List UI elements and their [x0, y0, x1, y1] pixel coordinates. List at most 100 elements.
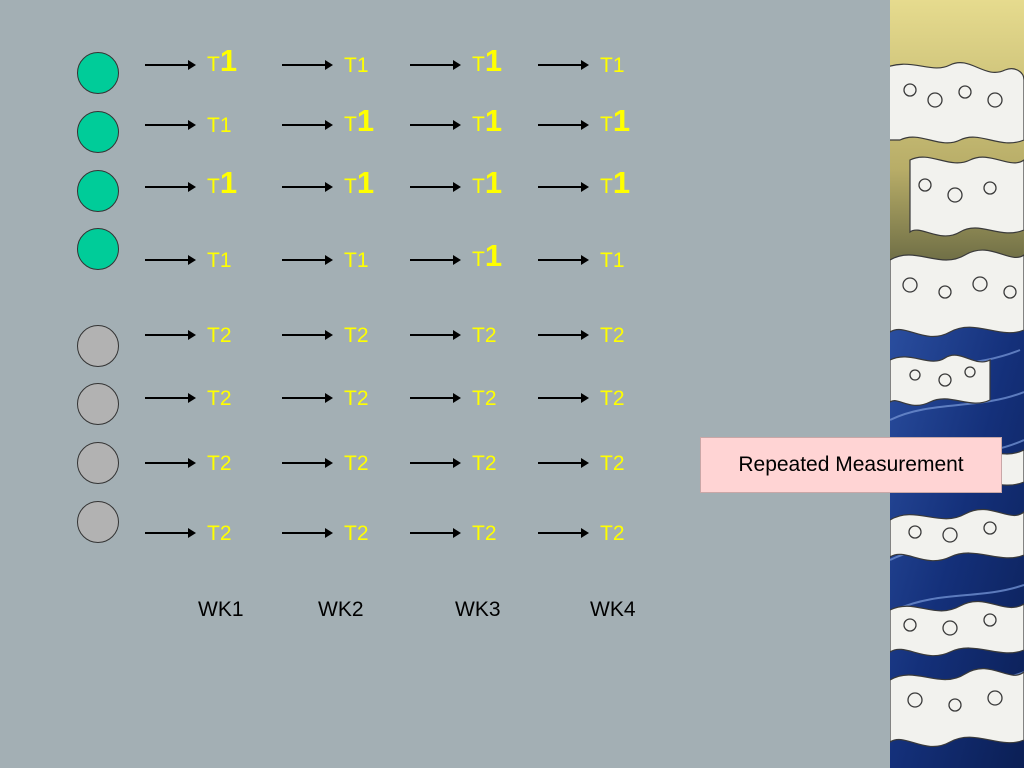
treatment-label: T2 — [600, 452, 625, 475]
measurement-cell: T2 — [410, 513, 540, 553]
treatment-label: T2 — [207, 452, 232, 475]
treatment-1-subject — [77, 170, 119, 212]
arrow-icon — [410, 255, 461, 265]
arrow-icon — [145, 182, 196, 192]
treatment-label: T2 — [344, 387, 369, 410]
measurement-cell: T2 — [410, 315, 540, 355]
treatment-1-subject — [77, 228, 119, 270]
arrow-icon — [145, 528, 196, 538]
measurement-cell: T2 — [282, 378, 412, 418]
treatment-label: T1 — [207, 45, 237, 76]
measurement-cell: T2 — [145, 443, 275, 483]
treatment-label-letter: T — [472, 113, 485, 136]
arrow-icon — [538, 393, 589, 403]
arrow-icon — [145, 458, 196, 468]
treatment-label: T2 — [207, 522, 232, 545]
treatment-label: T2 — [207, 324, 232, 347]
measurement-cell: T2 — [538, 315, 668, 355]
measurement-cell: T1 — [282, 45, 412, 85]
treatment-2-subject — [77, 383, 119, 425]
treatment-label: T2 — [472, 324, 497, 347]
treatment-label: T2 — [600, 522, 625, 545]
treatment-label: T1 — [207, 114, 232, 137]
measurement-cell: T2 — [538, 443, 668, 483]
arrow-icon — [410, 528, 461, 538]
repeated-measurement-callout: Repeated Measurement — [700, 437, 1002, 493]
measurement-cell: T1 — [538, 105, 668, 145]
treatment-label: T1 — [344, 54, 369, 77]
treatment-label-number: 1 — [484, 165, 503, 200]
arrow-icon — [538, 255, 589, 265]
treatment-label: T1 — [600, 54, 625, 77]
arrow-icon — [538, 458, 589, 468]
measurement-cell: T1 — [410, 45, 540, 85]
measurement-cell: T2 — [410, 443, 540, 483]
arrow-icon — [282, 330, 333, 340]
measurement-cell: T2 — [145, 513, 275, 553]
arrow-icon — [538, 60, 589, 70]
measurement-cell: T1 — [410, 240, 540, 280]
treatment-label: T2 — [600, 324, 625, 347]
measurement-cell: T1 — [145, 240, 275, 280]
measurement-cell: T2 — [282, 513, 412, 553]
treatment-label: T2 — [472, 452, 497, 475]
measurement-cell: T1 — [410, 167, 540, 207]
measurement-cell: T1 — [282, 105, 412, 145]
treatment-label-number: 1 — [612, 103, 631, 138]
arrow-icon — [410, 458, 461, 468]
arrow-icon — [282, 120, 333, 130]
week-label: WK3 — [455, 598, 501, 621]
treatment-label: T1 — [472, 167, 502, 198]
treatment-label-number: 1 — [356, 165, 375, 200]
treatment-label-letter: T — [472, 248, 485, 271]
arrow-icon — [538, 528, 589, 538]
measurement-cell: T1 — [538, 240, 668, 280]
measurement-cell: T1 — [538, 45, 668, 85]
arrow-icon — [410, 60, 461, 70]
arrow-icon — [282, 255, 333, 265]
treatment-label: T2 — [207, 387, 232, 410]
treatment-label: T2 — [600, 387, 625, 410]
treatment-label-number: 1 — [484, 43, 503, 78]
measurement-cell: T2 — [538, 378, 668, 418]
measurement-cell: T2 — [282, 315, 412, 355]
treatment-label-number: 1 — [484, 238, 503, 273]
treatment-label: T1 — [344, 105, 374, 136]
measurement-cell: T2 — [145, 315, 275, 355]
treatment-label-letter: T — [600, 175, 613, 198]
week-label: WK4 — [590, 598, 636, 621]
measurement-cell: T1 — [145, 105, 275, 145]
treatment-label: T1 — [207, 249, 232, 272]
treatment-label-number: 1 — [612, 165, 631, 200]
measurement-cell: T2 — [145, 378, 275, 418]
treatment-label-letter: T — [207, 53, 220, 76]
arrow-icon — [410, 120, 461, 130]
treatment-label-number: 1 — [219, 43, 238, 78]
wave-decoration — [890, 0, 1024, 768]
treatment-label: T2 — [472, 387, 497, 410]
treatment-2-subject — [77, 442, 119, 484]
arrow-icon — [282, 528, 333, 538]
measurement-cell: T2 — [538, 513, 668, 553]
measurement-cell: T2 — [282, 443, 412, 483]
treatment-1-subject — [77, 111, 119, 153]
arrow-icon — [410, 182, 461, 192]
treatment-label: T1 — [600, 249, 625, 272]
treatment-label-number: 1 — [356, 103, 375, 138]
arrow-icon — [282, 393, 333, 403]
arrow-icon — [145, 60, 196, 70]
treatment-label: T2 — [472, 522, 497, 545]
treatment-label-letter: T — [344, 175, 357, 198]
treatment-label: T2 — [344, 324, 369, 347]
measurement-cell: T1 — [145, 45, 275, 85]
arrow-icon — [282, 182, 333, 192]
week-label: WK1 — [198, 598, 244, 621]
treatment-label: T1 — [472, 240, 502, 271]
arrow-icon — [538, 182, 589, 192]
treatment-1-subject — [77, 52, 119, 94]
treatment-label: T1 — [600, 167, 630, 198]
arrow-icon — [538, 120, 589, 130]
measurement-cell: T1 — [538, 167, 668, 207]
arrow-icon — [282, 458, 333, 468]
